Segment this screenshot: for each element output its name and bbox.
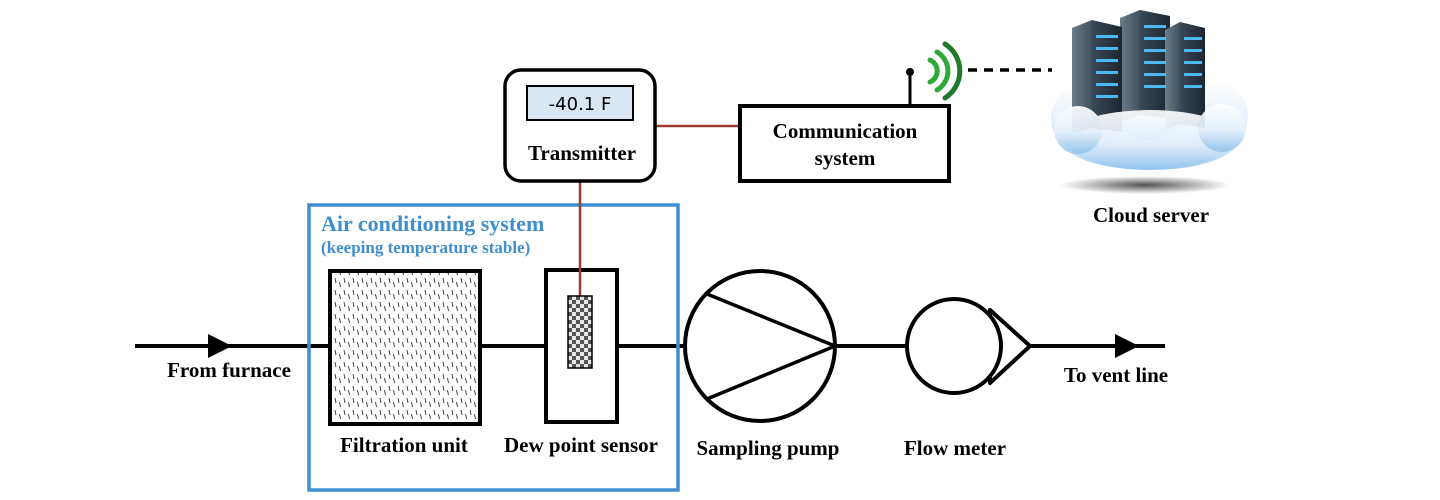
air-system-subtitle: (keeping temperature stable) [321,238,530,257]
flow-meter [905,297,1032,395]
transmitter-label: Transmitter [528,141,636,165]
transmitter-display [526,85,634,121]
sampling-pump-label: Sampling pump [697,436,840,460]
cloud-server-icon [1051,10,1248,194]
wireless-signal-icon [927,41,963,101]
communication-line1: Communication [773,119,918,143]
flow-meter-label: Flow meter [904,436,1006,460]
air-system-title: Air conditioning system [321,211,544,236]
air-conditioning-system-box [307,203,680,492]
cloud-server-label: Cloud server [1093,203,1209,227]
transmitter-display-value: -40.1 F [549,94,612,115]
antenna-icon [906,68,914,106]
dew-point-sensor-label: Dew point sensor [504,433,658,457]
filtration-unit [328,269,482,426]
filtration-unit-label: Filtration unit [340,433,468,457]
inlet-arrow [208,334,232,358]
outlet-arrow [1115,334,1139,358]
outlet-label: To vent line [1064,363,1168,387]
communication-line2: system [815,146,876,170]
sampling-pump [683,269,837,423]
communication-system [738,104,951,183]
inlet-label: From furnace [167,358,291,382]
dew-point-sensor-probe [567,295,593,369]
